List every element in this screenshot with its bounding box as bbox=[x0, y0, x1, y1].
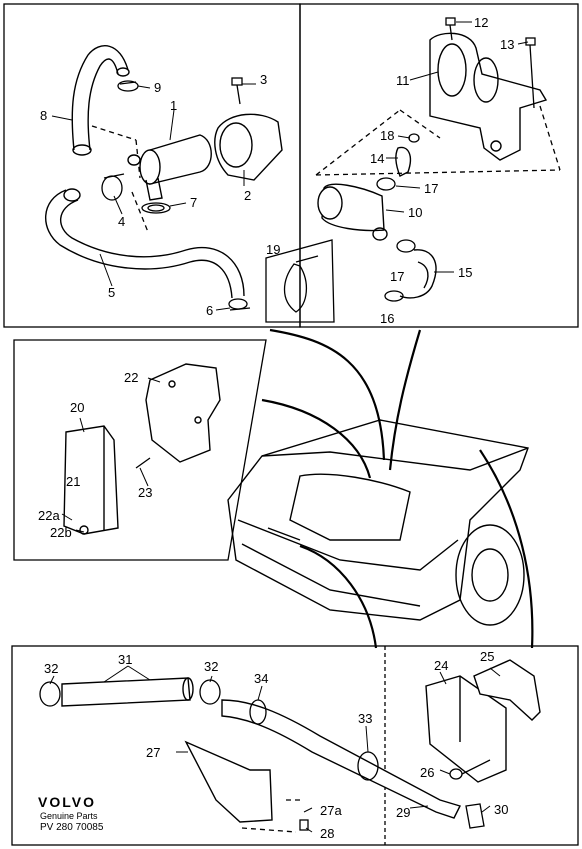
callout-34: 34 bbox=[254, 671, 268, 686]
callout-3: 3 bbox=[260, 72, 267, 87]
callout-leader-curves bbox=[261, 328, 534, 649]
screw-23 bbox=[135, 457, 151, 469]
callout-9: 9 bbox=[154, 80, 161, 95]
hose-14 bbox=[395, 146, 412, 177]
bracket-22 bbox=[145, 363, 221, 463]
housing-2 bbox=[214, 113, 283, 181]
callout-6: 6 bbox=[206, 303, 213, 318]
bolt-3 bbox=[231, 77, 243, 105]
callout-17a: 17 bbox=[424, 181, 438, 196]
callout-27a: 27a bbox=[320, 803, 342, 818]
dashed-27-28 bbox=[241, 799, 302, 833]
clamp-32-left bbox=[39, 681, 61, 707]
hose-lower-5 bbox=[45, 188, 245, 299]
callout-31: 31 bbox=[118, 652, 132, 667]
bolt-12 bbox=[445, 17, 456, 41]
clamp-32-right bbox=[199, 679, 221, 705]
brand-logo-text: VOLVO bbox=[38, 794, 96, 810]
hose-upper-8 bbox=[71, 45, 130, 156]
callout-13: 13 bbox=[500, 37, 514, 52]
callout-18: 18 bbox=[380, 128, 394, 143]
callout-2: 2 bbox=[244, 188, 251, 203]
clamp-4 bbox=[101, 173, 125, 201]
bracket-27 bbox=[184, 740, 273, 823]
callout-33: 33 bbox=[358, 711, 372, 726]
callout-23: 23 bbox=[138, 485, 152, 500]
callout-4: 4 bbox=[118, 214, 125, 229]
callout-28: 28 bbox=[320, 826, 334, 841]
module-20 bbox=[63, 425, 119, 535]
callout-14: 14 bbox=[370, 151, 384, 166]
hose-31 bbox=[61, 677, 194, 707]
callout-20: 20 bbox=[70, 400, 84, 415]
clamp-6 bbox=[228, 298, 251, 311]
callout-22b: 22b bbox=[50, 525, 72, 540]
callout-30: 30 bbox=[494, 802, 508, 817]
callout-5: 5 bbox=[108, 285, 115, 300]
callout-22: 22 bbox=[124, 370, 138, 385]
clamp-17 bbox=[376, 177, 416, 302]
callout-19: 19 bbox=[266, 242, 280, 257]
hose-15 bbox=[399, 249, 437, 299]
brand-subtitle: Genuine Parts bbox=[40, 811, 98, 821]
strap-19 bbox=[265, 239, 335, 323]
pipe-29 bbox=[221, 699, 461, 819]
dashed-box-right bbox=[315, 105, 561, 176]
callout-32b: 32 bbox=[204, 659, 218, 674]
callout-8: 8 bbox=[40, 108, 47, 123]
document-reference: PV 280 70085 bbox=[40, 822, 104, 833]
callout-32a: 32 bbox=[44, 661, 58, 676]
callout-27: 27 bbox=[146, 745, 160, 760]
callout-12: 12 bbox=[474, 15, 488, 30]
callout-1: 1 bbox=[170, 98, 177, 113]
cap-18 bbox=[408, 133, 420, 143]
callout-22a: 22a bbox=[38, 508, 60, 523]
clamp-9 bbox=[117, 80, 139, 92]
callout-7: 7 bbox=[190, 195, 197, 210]
ecu-24 bbox=[425, 675, 507, 783]
callout-16: 16 bbox=[380, 311, 394, 326]
valve-10 bbox=[317, 183, 388, 241]
nut-28 bbox=[299, 819, 309, 831]
callout-numbers: 1 2 3 4 5 6 7 8 9 10 11 12 13 14 15 16 1… bbox=[38, 15, 514, 841]
panel-bottom bbox=[11, 645, 579, 846]
callout-11: 11 bbox=[396, 73, 410, 88]
bracket-11 bbox=[429, 32, 548, 161]
leader-lines bbox=[49, 21, 529, 833]
callout-10: 10 bbox=[408, 205, 422, 220]
bolt-13 bbox=[525, 37, 536, 109]
callout-24: 24 bbox=[434, 658, 448, 673]
bracket-25 bbox=[473, 659, 541, 721]
callout-15: 15 bbox=[458, 265, 472, 280]
callout-29: 29 bbox=[396, 805, 410, 820]
callout-25: 25 bbox=[480, 649, 494, 664]
panel-top-right bbox=[299, 3, 579, 328]
panel-middle-left bbox=[13, 339, 267, 561]
ring-7 bbox=[141, 202, 171, 214]
car-front bbox=[227, 419, 529, 626]
connector-30 bbox=[465, 803, 485, 829]
callout-21: 21 bbox=[66, 474, 80, 489]
callout-26: 26 bbox=[420, 765, 434, 780]
callout-17b: 17 bbox=[390, 269, 404, 284]
valve-1 bbox=[127, 134, 212, 201]
